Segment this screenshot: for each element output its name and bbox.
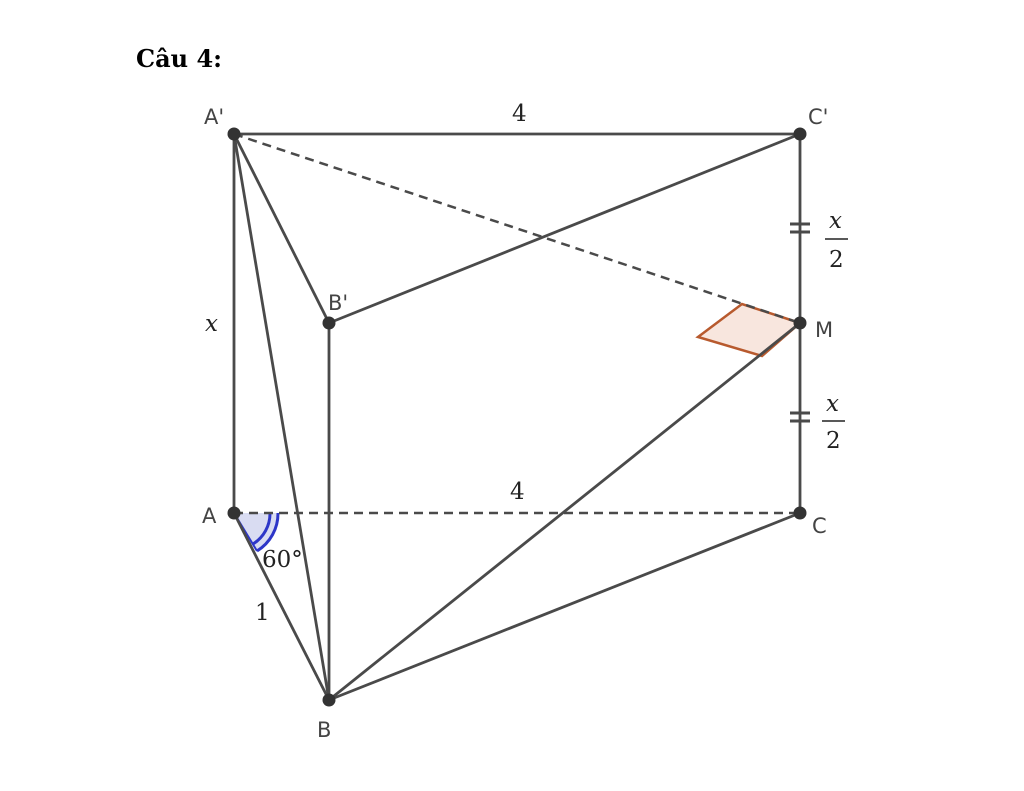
label-c-prime: C' (808, 105, 828, 129)
question-title: Câu 4: (136, 44, 223, 73)
point-a (227, 506, 241, 520)
right-angle-marker (695, 302, 803, 358)
label-a: A (202, 504, 217, 528)
edge-aprime-bprime (232, 133, 331, 324)
label-b-prime: B' (328, 291, 348, 315)
label-top-edge: 4 (512, 101, 527, 127)
angle-arc-inner (252, 512, 272, 546)
label-m: M (815, 318, 833, 342)
point-m (793, 316, 807, 330)
edge-aprime-m-hidden (233, 132, 801, 325)
angle-arc-outer (256, 512, 280, 553)
edge-bprime-cprime (328, 132, 801, 325)
fraction-upper-numerator: x (829, 208, 842, 234)
label-angle: 60° (262, 547, 303, 573)
edge-a-b (232, 512, 331, 701)
edge-aprime-b (232, 133, 331, 701)
fraction-lower-numerator: x (826, 391, 839, 417)
label-b: B (317, 718, 331, 742)
edge-b-c (328, 511, 801, 702)
point-c-prime (793, 127, 807, 141)
label-c: C (812, 514, 827, 538)
edge-b-m (328, 321, 801, 702)
label-a-prime: A' (204, 105, 224, 129)
fraction-upper-denominator: 2 (829, 247, 844, 273)
angle-60-marker (234, 513, 279, 551)
point-b (322, 693, 336, 707)
label-ab-length: 1 (255, 600, 270, 626)
label-height-x: x (205, 311, 218, 337)
point-a-prime (227, 127, 241, 141)
label-bottom-edge: 4 (510, 479, 525, 505)
fraction-lower-denominator: 2 (826, 428, 841, 454)
point-c (793, 506, 807, 520)
point-b-prime (322, 316, 336, 330)
